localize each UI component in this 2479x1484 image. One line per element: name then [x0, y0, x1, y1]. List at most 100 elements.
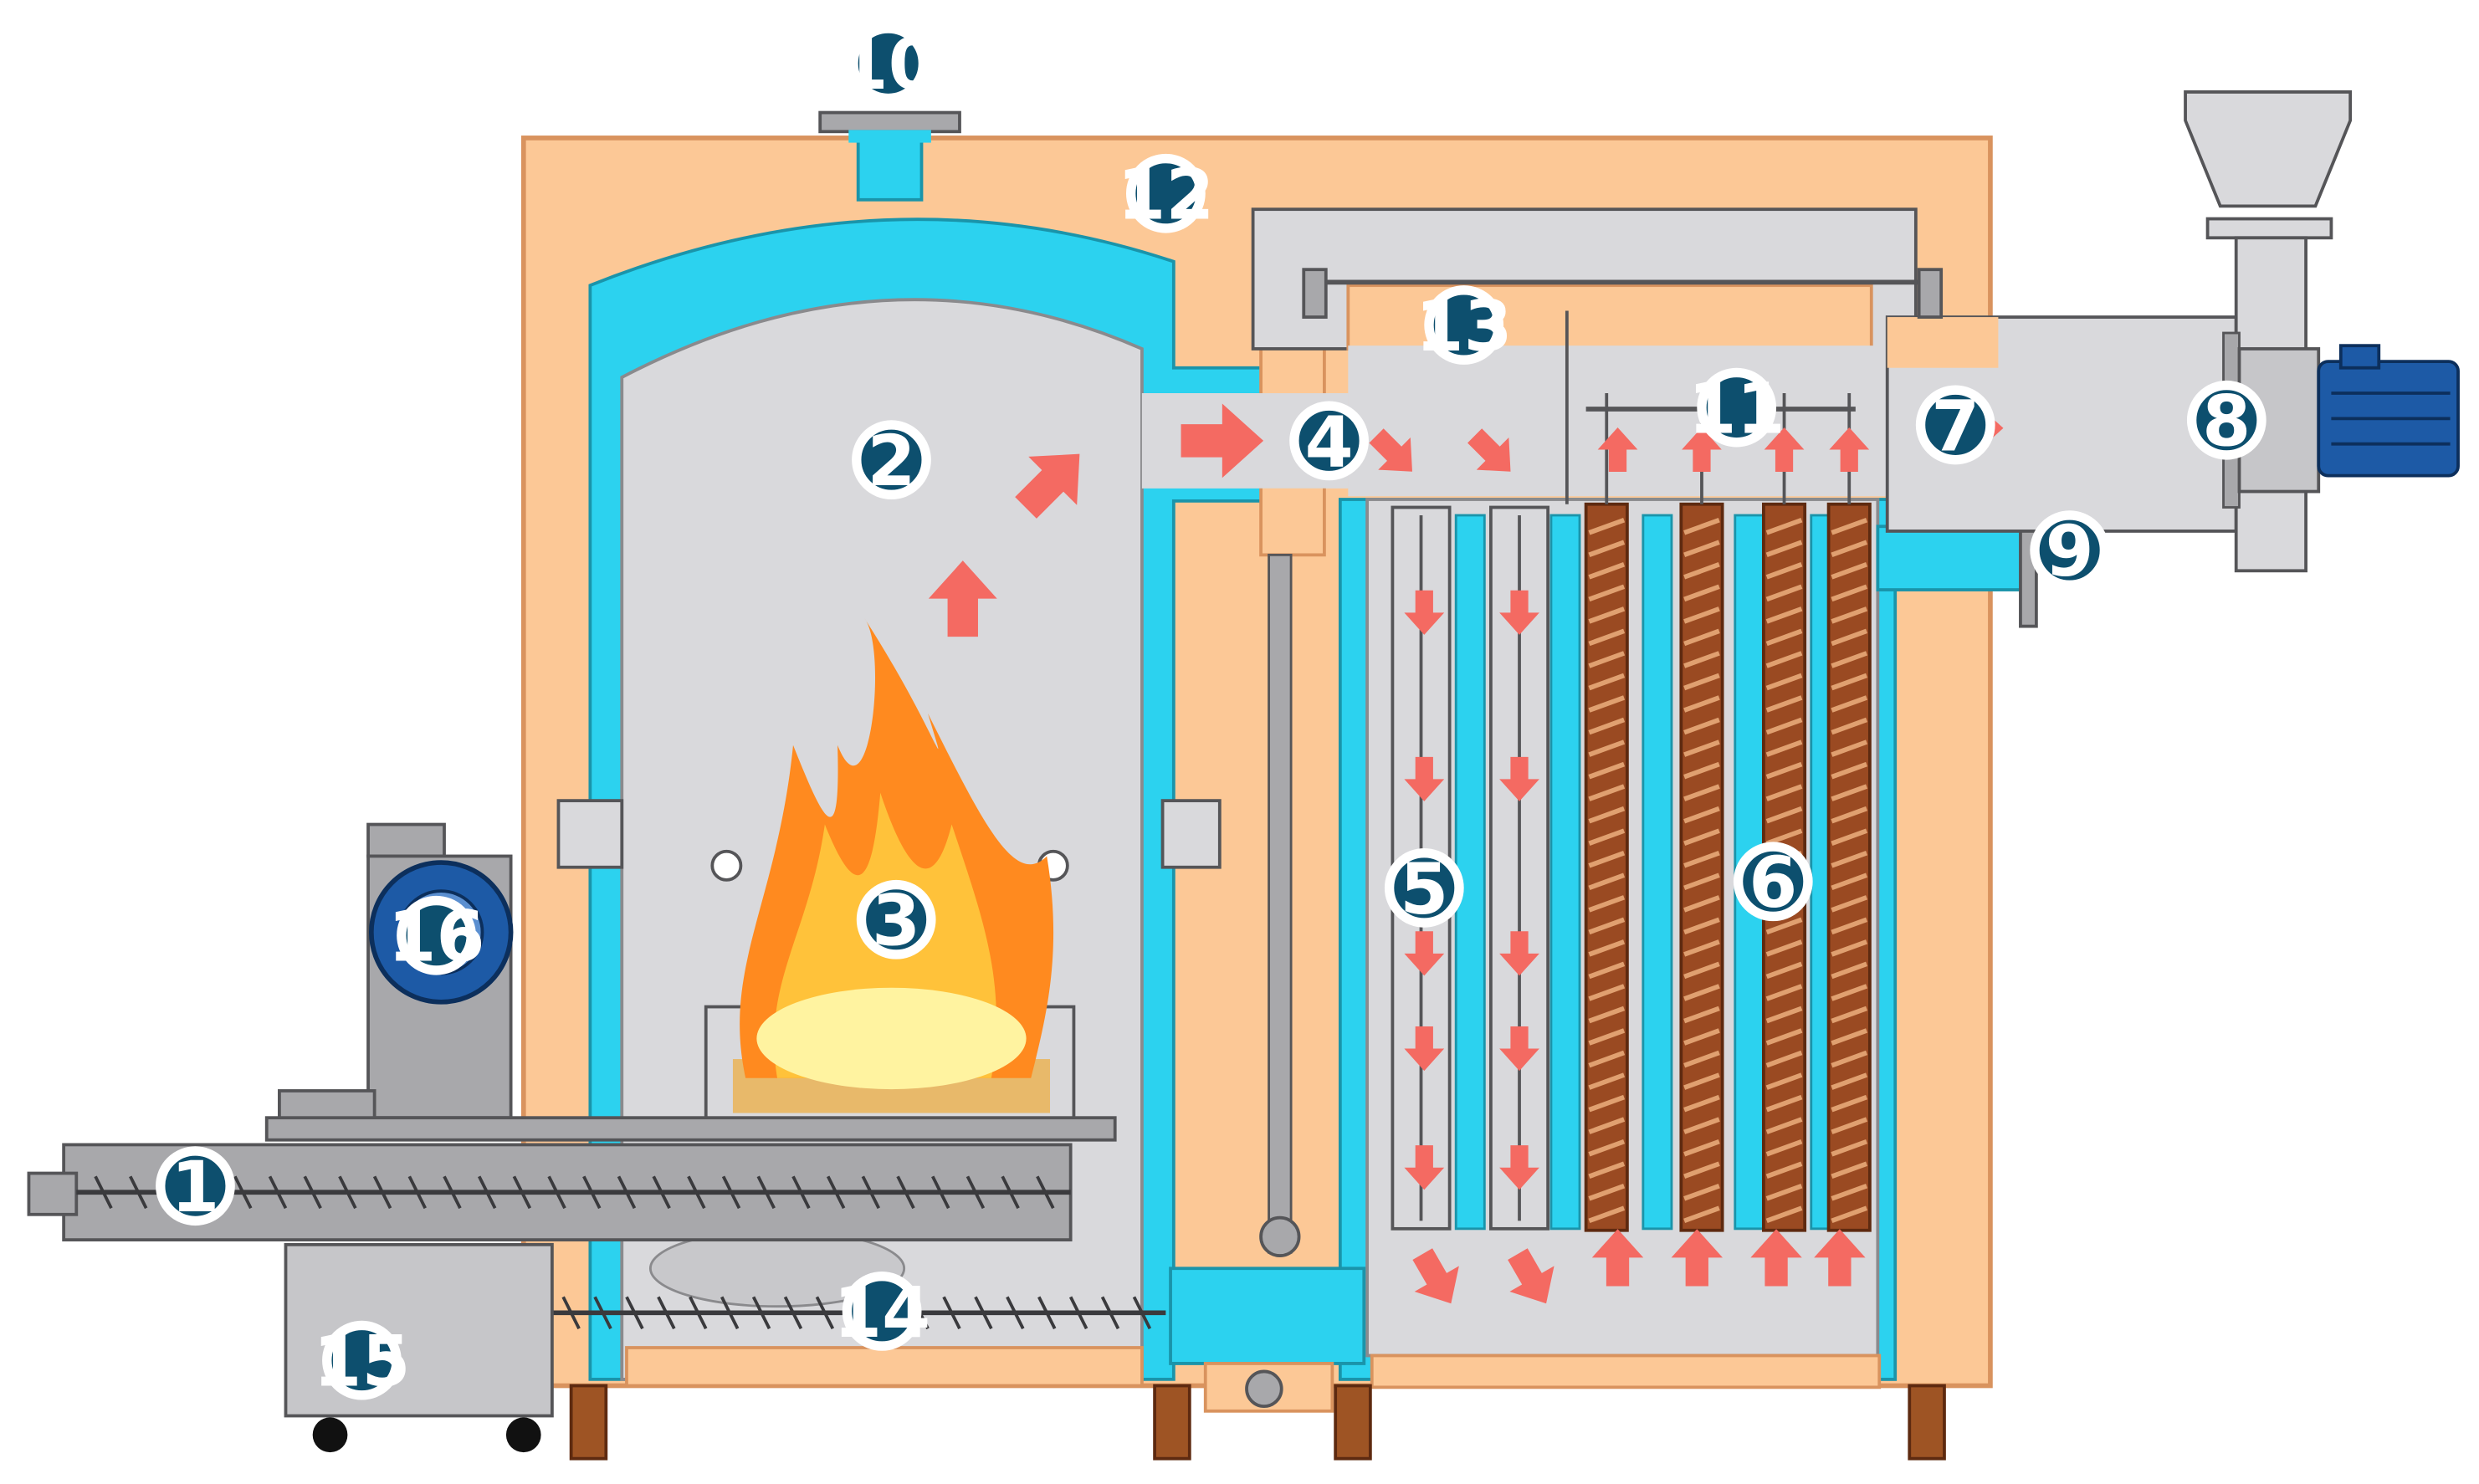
badge-number: 12	[1117, 155, 1214, 236]
auger-flight	[268, 1175, 288, 1210]
flow-arrow	[1750, 1229, 1802, 1287]
spiral-segment	[1683, 850, 1720, 868]
badge-number: 1	[171, 1147, 219, 1228]
spiral-segment	[1765, 1072, 1803, 1090]
auger-flight	[94, 1175, 113, 1210]
spiral-segment	[1831, 1205, 1868, 1224]
auger-flight	[1001, 1175, 1020, 1210]
spiral-segment	[1683, 673, 1720, 691]
flow-arrow	[1499, 931, 1539, 976]
label-badge-8: 8	[2186, 380, 2266, 463]
spiral-segment	[1765, 784, 1803, 801]
flow-arrow	[1412, 1248, 1459, 1304]
spiral-segment	[1683, 939, 1720, 957]
spiral-segment	[1683, 1117, 1720, 1134]
label-badge-15: 15	[313, 1320, 410, 1403]
flow-arrow	[1829, 427, 1870, 473]
auger-flight	[815, 1296, 835, 1330]
spiral-segment	[1588, 961, 1626, 980]
auger-flight	[129, 1175, 148, 1210]
auger-flight	[896, 1175, 915, 1210]
spiral-segment	[1683, 1161, 1720, 1179]
spiral-segment	[1831, 739, 1868, 757]
badge-circle	[1915, 385, 1995, 465]
spiral-segment	[1765, 695, 1803, 713]
spiral-segment	[1831, 984, 1868, 1001]
spiral-segment	[1765, 562, 1803, 580]
spiral-segment	[1588, 917, 1626, 935]
spiral-segment	[1588, 1161, 1626, 1179]
auger-flight	[617, 1175, 637, 1210]
badge-circle	[848, 23, 929, 104]
spiral-segment	[1765, 1139, 1803, 1157]
flow-arrow	[1508, 1248, 1554, 1304]
spiral-segment	[1683, 761, 1720, 780]
auger-flight	[783, 1296, 803, 1330]
spiral-segment	[1683, 651, 1720, 668]
badge-circle	[1697, 367, 1777, 448]
badge-number: 10	[840, 24, 937, 105]
spiral-segment	[1765, 1184, 1803, 1201]
spiral-segment	[1588, 895, 1626, 913]
spiral-segment	[1588, 628, 1626, 647]
auger-flight	[561, 1296, 581, 1330]
spiral-segment	[1831, 517, 1868, 535]
auger-flight	[233, 1175, 253, 1210]
auger-flight	[965, 1175, 986, 1210]
spiral-segment	[1765, 651, 1803, 668]
badge-circle	[1125, 153, 1206, 233]
cleaning-actuator	[1302, 268, 1944, 319]
auger-flight	[687, 1175, 706, 1210]
spiral-segment	[1588, 695, 1626, 713]
badge-circle	[856, 879, 936, 959]
label-badge-2: 2	[852, 420, 931, 502]
spiral-segment	[1683, 872, 1720, 891]
auger-flight	[756, 1175, 776, 1210]
spiral-segment	[1588, 584, 1626, 602]
flow-arrow	[1499, 756, 1539, 801]
spiral-segment	[1765, 1117, 1803, 1134]
turbulator-tubes	[1565, 310, 1872, 1232]
label-badge-16: 16	[388, 895, 485, 978]
flow-arrow	[1015, 453, 1080, 519]
spiral-segment	[1765, 961, 1803, 980]
spiral-segment	[1831, 584, 1868, 602]
auger-flight	[1037, 1296, 1057, 1330]
boiler-legs	[569, 1384, 1946, 1461]
spiral-segment	[1831, 939, 1868, 957]
spiral-segment	[1683, 1139, 1720, 1157]
spiral-segment	[1588, 828, 1626, 846]
spiral-segment	[1765, 1205, 1803, 1224]
spiral-segment	[1683, 984, 1720, 1001]
spiral-segment	[1765, 761, 1803, 780]
badge-circle	[322, 1320, 402, 1400]
spiral-segment	[1831, 1184, 1868, 1201]
spiral-segment	[1765, 584, 1803, 602]
flow-arrow	[1499, 1145, 1539, 1190]
badge-number: 4	[1305, 402, 1354, 483]
spiral-segment	[1831, 562, 1868, 580]
badge-circle	[156, 1146, 235, 1226]
spiral-segment	[1683, 784, 1720, 801]
spiral-segment	[1588, 1006, 1626, 1024]
auger-flight	[689, 1296, 708, 1330]
spiral-segment	[1831, 606, 1868, 624]
spiral-segment	[1683, 828, 1720, 846]
spiral-segment	[1683, 895, 1720, 913]
spiral-segment	[1588, 1205, 1626, 1224]
badge-number: 13	[1416, 286, 1513, 367]
auger-flight	[625, 1296, 644, 1330]
spiral-segment	[1831, 872, 1868, 891]
label-badge-13: 13	[1416, 285, 1513, 367]
spiral-segment	[1588, 1117, 1626, 1134]
spiral-segment	[1683, 606, 1720, 624]
badge-circle	[1289, 401, 1369, 481]
spiral-segment	[1588, 1028, 1626, 1046]
spiral-segment	[1831, 1117, 1868, 1134]
badge-circle	[1384, 847, 1464, 928]
spiral-segment	[1683, 540, 1720, 558]
spiral-segment	[1765, 673, 1803, 691]
spiral-segment	[1765, 1028, 1803, 1046]
spiral-segment	[1588, 739, 1626, 757]
